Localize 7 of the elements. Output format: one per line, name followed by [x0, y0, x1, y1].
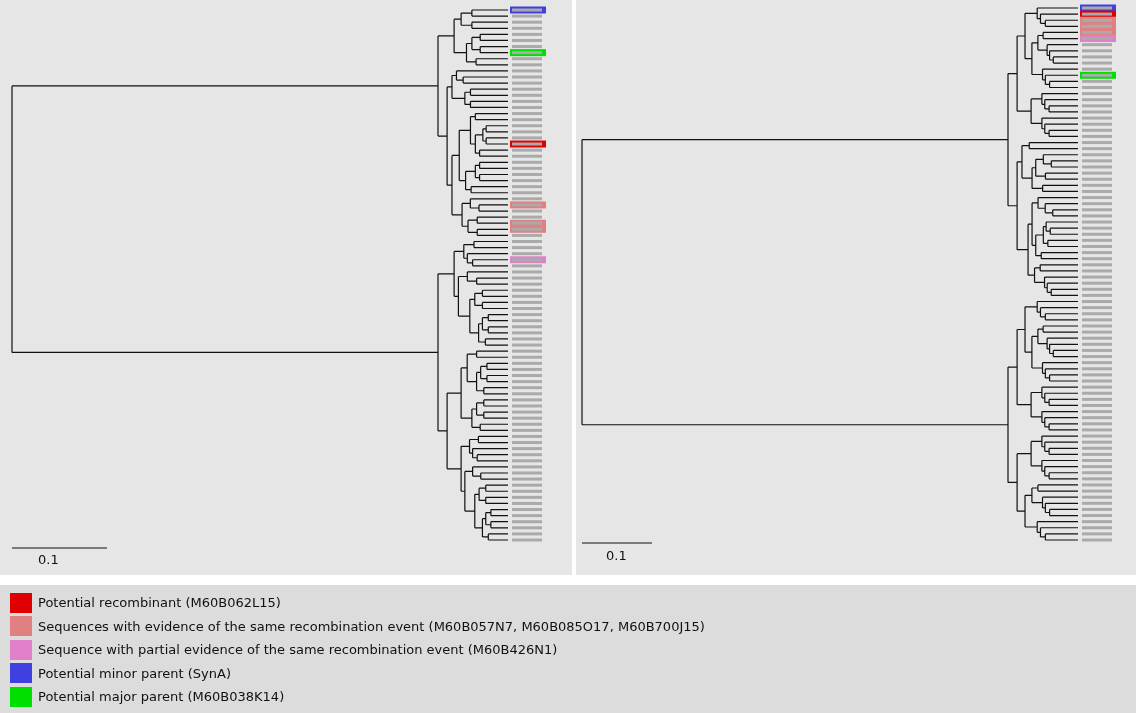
scale-value: 0.1: [606, 548, 627, 563]
legend-label: Sequences with evidence of the same recombination event (M60B057N7, M60B085O17, M60B700J15): [38, 618, 705, 634]
scale-value: 0.1: [38, 552, 59, 567]
legend-label: Potential major parent (M60B038K14): [38, 689, 285, 705]
legend-label: Sequence with partial evidence of the same recombination event (M60B426N1): [38, 642, 558, 658]
legend-label: Potential minor parent (SynA): [38, 665, 231, 681]
legend-label: Potential recombinant (M60B062L15): [38, 595, 281, 611]
